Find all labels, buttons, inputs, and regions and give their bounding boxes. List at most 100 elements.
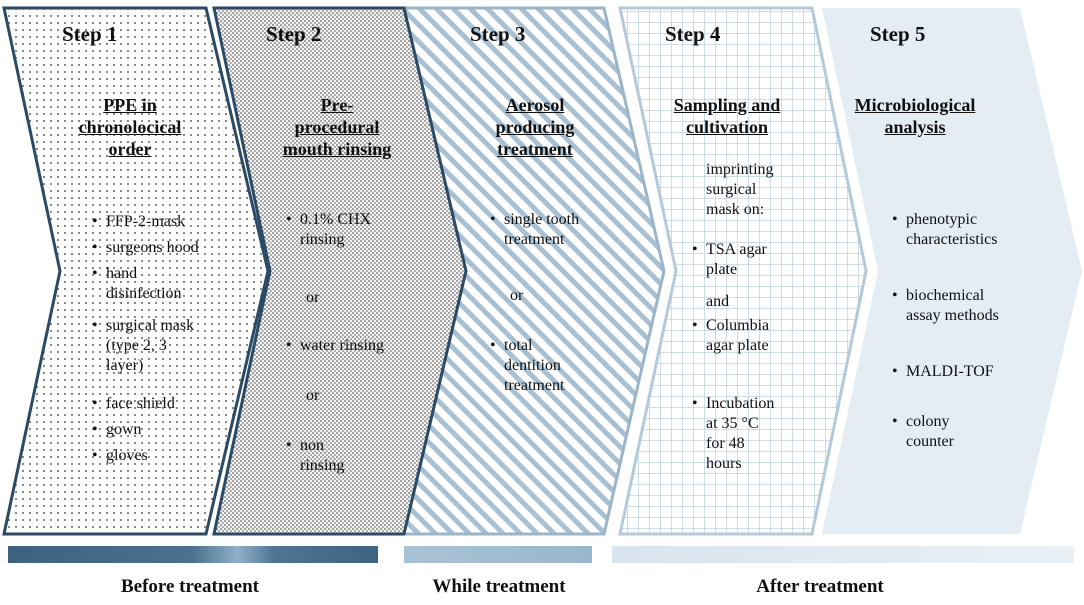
step-5-chevron xyxy=(822,8,1082,534)
step-4-heading: Sampling and cultivation xyxy=(652,94,802,138)
item-line: disinfection xyxy=(106,285,182,302)
item-line: hours xyxy=(706,455,742,472)
bullet-item: •surgeons hood xyxy=(92,238,199,258)
step-1-heading: PPE in chronolocical order xyxy=(60,94,200,160)
item-line: dentition xyxy=(504,357,561,374)
bullet-icon: • xyxy=(92,213,98,230)
bullet-item: •face shield xyxy=(92,394,175,414)
bullet-icon: • xyxy=(892,211,898,228)
heading-line: treatment xyxy=(497,139,573,159)
item-line: colony xyxy=(906,413,950,430)
bullet-icon: • xyxy=(892,287,898,304)
bullet-icon: • xyxy=(286,437,292,454)
heading-line: Microbiological xyxy=(854,95,976,115)
item-line: hand xyxy=(106,265,138,282)
item-line: TSA agar xyxy=(706,241,767,258)
item-line: single tooth xyxy=(504,211,580,228)
step-4-title: Step 4 xyxy=(665,22,721,46)
bullet-icon: • xyxy=(892,363,898,380)
item-line: imprinting xyxy=(706,161,774,178)
heading-line: procedural xyxy=(294,117,380,137)
bullet-icon: • xyxy=(92,265,98,282)
item-line: Columbia xyxy=(706,317,770,334)
bullet-icon: • xyxy=(692,317,698,334)
item-line: or xyxy=(306,387,320,404)
item-line: surgeons hood xyxy=(106,239,199,256)
phase-label-while: While treatment xyxy=(432,576,566,597)
bullet-item: • non rinsing xyxy=(286,436,345,476)
item-line: agar plate xyxy=(706,337,769,354)
heading-line: producing xyxy=(495,117,575,137)
heading-line: order xyxy=(108,139,152,159)
step-5-heading: Microbiological analysis xyxy=(840,94,990,138)
step-2-title: Step 2 xyxy=(266,22,322,46)
item-line: phenotypic xyxy=(906,211,978,228)
phase-bar-after xyxy=(612,546,1074,563)
bullet-icon: • xyxy=(92,395,98,412)
heading-line: Aerosol xyxy=(505,95,565,115)
item-line: for 48 xyxy=(706,435,745,452)
step-2-heading: Pre- procedural mouth rinsing xyxy=(260,94,414,160)
bullet-icon: • xyxy=(692,241,698,258)
bullet-item: • phenotypic characteristics xyxy=(892,210,998,250)
connector-text: or xyxy=(306,288,319,308)
item-line: FFP-2-mask xyxy=(106,213,186,230)
bullet-icon: • xyxy=(286,337,292,354)
bullet-item: • hand disinfection xyxy=(92,264,182,304)
connector-text: and xyxy=(706,292,729,312)
item-line: and xyxy=(706,293,730,310)
item-line: surgical mask xyxy=(106,317,195,334)
step-1-chevron xyxy=(2,6,270,536)
connector-text: or xyxy=(306,386,319,406)
item-line: characteristics xyxy=(906,231,998,248)
heading-line: analysis xyxy=(884,117,946,137)
step-3-heading: Aerosol producing treatment xyxy=(474,94,596,160)
bullet-icon: • xyxy=(892,413,898,430)
item-line: biochemical xyxy=(906,287,985,304)
bullet-item: • colony counter xyxy=(892,412,954,452)
phase-label-before: Before treatment xyxy=(120,576,260,597)
item-line: (type 2, 3 xyxy=(106,337,167,354)
item-line: gown xyxy=(106,421,142,438)
item-line: at 35 °C xyxy=(706,415,759,432)
item-line: counter xyxy=(906,433,954,450)
bullet-item: •MALDI-TOF xyxy=(892,362,994,382)
phase-label-after: After treatment xyxy=(756,576,884,597)
item-line: treatment xyxy=(504,377,565,394)
item-line: mask on: xyxy=(706,201,765,218)
item-line: surgical xyxy=(706,181,757,198)
item-line: total xyxy=(504,337,533,354)
item-line: or xyxy=(510,287,524,304)
item-line: or xyxy=(306,289,320,306)
phase-bar-while xyxy=(404,546,592,563)
bullet-item: • water rinsing xyxy=(286,336,384,356)
heading-line: chronolocical xyxy=(78,117,182,137)
phase-bar-before xyxy=(8,546,378,563)
connector-text: or xyxy=(510,286,523,306)
bullet-item: • Columbia agar plate xyxy=(692,316,770,356)
bullet-item: • FFP-2-mask xyxy=(92,212,186,232)
connector-text: imprinting surgical mask on: xyxy=(706,160,774,220)
item-line: 0.1% CHX xyxy=(300,211,372,228)
bullet-icon: • xyxy=(92,317,98,334)
bullet-item: •gloves xyxy=(92,446,148,466)
item-line: water rinsing xyxy=(300,337,384,354)
bullet-icon: • xyxy=(490,211,496,228)
bullet-icon: • xyxy=(692,395,698,412)
item-line: rinsing xyxy=(300,231,345,248)
step-4-chevron xyxy=(618,6,868,536)
heading-line: PPE in xyxy=(103,95,157,115)
item-line: rinsing xyxy=(300,457,345,474)
item-line: non xyxy=(300,437,324,454)
step-5-title: Step 5 xyxy=(870,22,926,46)
bullet-icon: • xyxy=(92,421,98,438)
step-1-title: Step 1 xyxy=(62,22,118,46)
step-2-chevron xyxy=(212,6,468,536)
